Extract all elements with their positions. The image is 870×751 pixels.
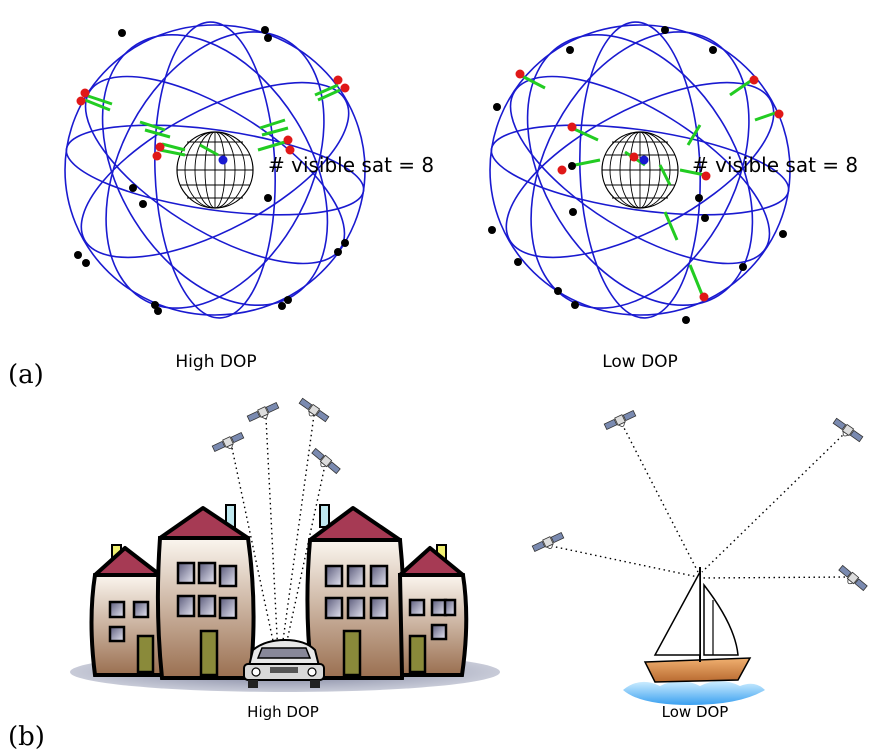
panel-a-marker: (a)	[8, 360, 44, 390]
satellite-icons-urban	[211, 397, 341, 475]
signal-paths-urban	[231, 414, 326, 656]
globe	[176, 131, 254, 209]
signal-paths-sea	[550, 423, 851, 579]
hull	[643, 657, 752, 683]
visible-count-label-high: # visible sat = 8	[268, 153, 434, 177]
building-right-small	[397, 544, 469, 677]
building-right-tall	[305, 504, 407, 680]
satellite-icon	[311, 447, 341, 475]
globe	[601, 131, 679, 209]
satellite-icon	[838, 564, 868, 592]
hidden-satellites	[488, 26, 787, 324]
constellation-low-dop	[488, 21, 791, 324]
satellite-icon	[603, 409, 637, 431]
building-left-small	[89, 544, 165, 677]
caption-high-dop-b: High DOP	[247, 703, 319, 721]
building-left-tall	[155, 504, 256, 680]
water	[623, 681, 765, 705]
caption-low-dop-a: Low DOP	[602, 352, 678, 372]
satellite-icon	[298, 397, 330, 423]
caption-low-dop-b: Low DOP	[662, 703, 729, 721]
orbit-lines	[489, 21, 791, 319]
visible-count-label-low: # visible sat = 8	[692, 153, 858, 177]
satellite-icons-sea	[531, 409, 868, 592]
visible-satellites	[76, 75, 350, 161]
orbit-lines	[64, 21, 366, 319]
urban-scene	[70, 414, 500, 692]
caption-high-dop-a: High DOP	[175, 352, 256, 372]
satellite-icon	[246, 401, 280, 423]
sailboat	[623, 567, 765, 705]
satellite-icon	[832, 417, 864, 443]
line-of-sight-marks	[519, 73, 779, 298]
visible-satellites	[515, 69, 784, 302]
hidden-satellites	[74, 26, 349, 315]
line-of-sight-marks	[84, 83, 341, 157]
receiver-dot	[218, 155, 228, 165]
panel-b-marker: (b)	[8, 722, 45, 751]
constellation-high-dop	[64, 21, 366, 319]
sea-scene	[550, 423, 851, 705]
car	[243, 638, 325, 688]
receiver-dot	[639, 155, 649, 165]
satellite-icon	[211, 431, 245, 453]
satellite-icon	[531, 531, 565, 553]
